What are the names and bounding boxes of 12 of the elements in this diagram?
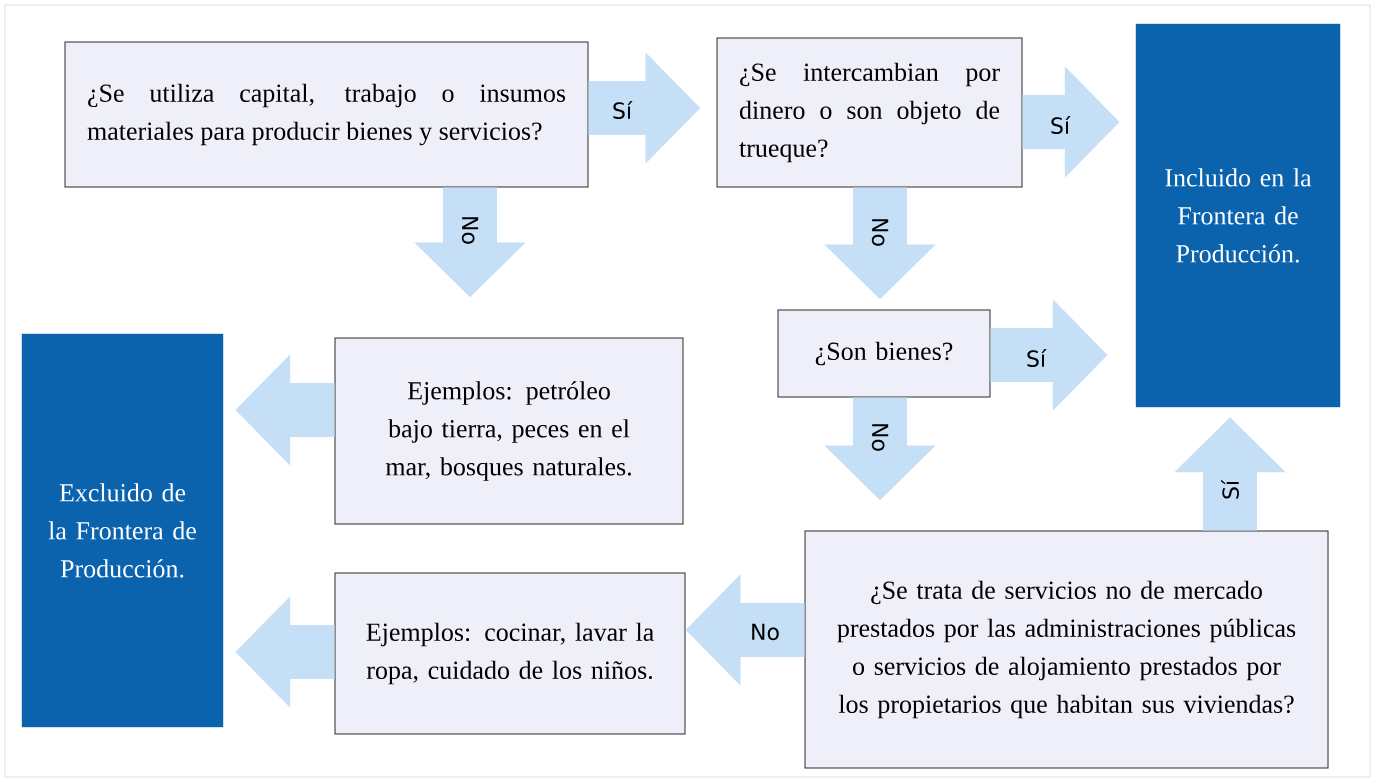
result-box: Incluido en la Frontera de Producción. (1135, 23, 1341, 408)
result-box: Excluido de la Frontera de Producción. (21, 333, 224, 728)
question-box: ¿Se intercambian por dinero o son objeto de trueque? (716, 37, 1023, 188)
text-box: ¿Se trata de servicios no de mercado prestados por las administraciones públicas o servicios de alojamiento prestados por los propietarios que habitan sus viviendas? (804, 530, 1329, 769)
edge-label: Sí (1024, 348, 1048, 368)
question-box: ¿Se utiliza capital, trabajo o insumos materiales para producir bienes y servicios? (64, 41, 589, 188)
text-box: Ejemplos: petróleo bajo tierra, peces en el mar, bosques naturales. (334, 337, 684, 525)
text-box: Ejemplos: cocinar, lavar la ropa, cuidado de los niños. (334, 572, 686, 735)
edge-label: Sí (1220, 478, 1240, 502)
text-box: ¿Son bienes? (777, 309, 991, 398)
edge-label: Sí (1048, 115, 1072, 135)
edge-label: Sí (610, 100, 634, 120)
